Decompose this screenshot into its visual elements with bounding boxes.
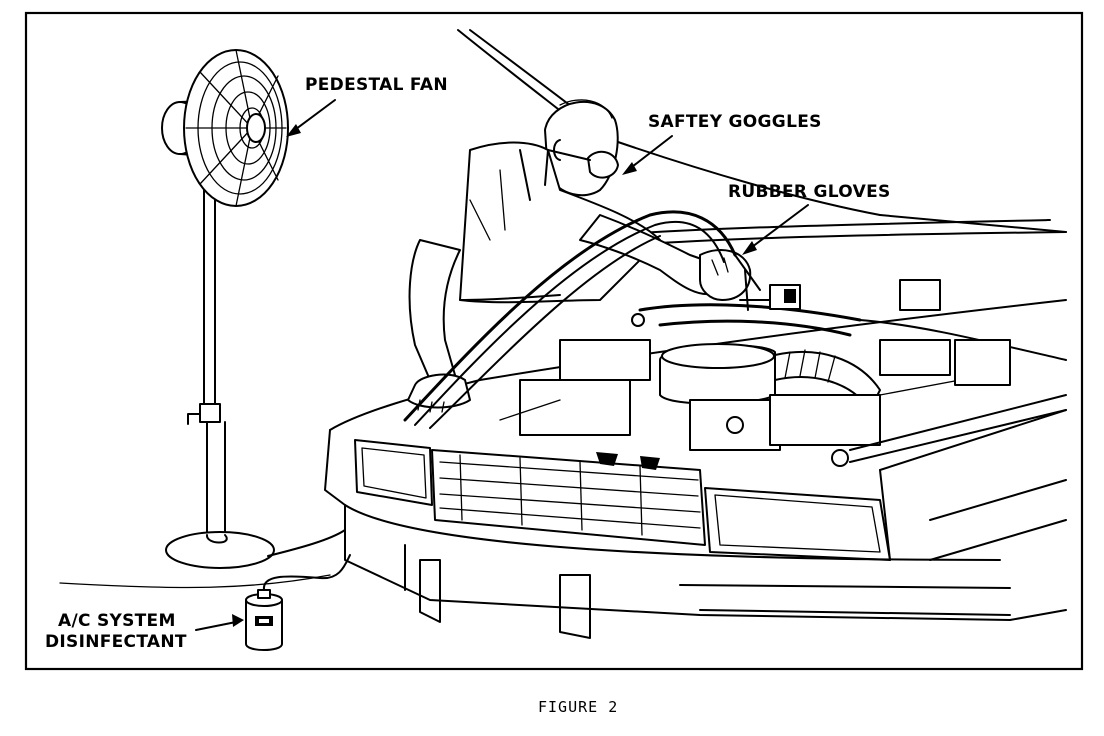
disinfectant-can-drawing xyxy=(245,554,351,651)
label-disinfectant-line2: DISINFECTANT xyxy=(45,632,187,652)
spray-hose-drawing xyxy=(403,210,761,429)
engine-bay-drawing xyxy=(499,279,1067,467)
label-safety-goggles: SAFTEY GOGGLES xyxy=(648,112,822,132)
fan-cord xyxy=(267,529,346,557)
figure-caption: FIGURE 2 xyxy=(538,698,618,716)
car-body-drawing xyxy=(324,299,1067,639)
callout-arrows xyxy=(195,99,809,631)
label-disinfectant-line1: A/C SYSTEM xyxy=(58,611,176,631)
floor-line xyxy=(59,574,331,589)
label-rubber-gloves: RUBBER GLOVES xyxy=(728,182,891,202)
figure-frame xyxy=(24,11,1084,671)
label-pedestal-fan: PEDESTAL FAN xyxy=(305,75,448,95)
pedestal-fan-drawing xyxy=(161,49,289,569)
